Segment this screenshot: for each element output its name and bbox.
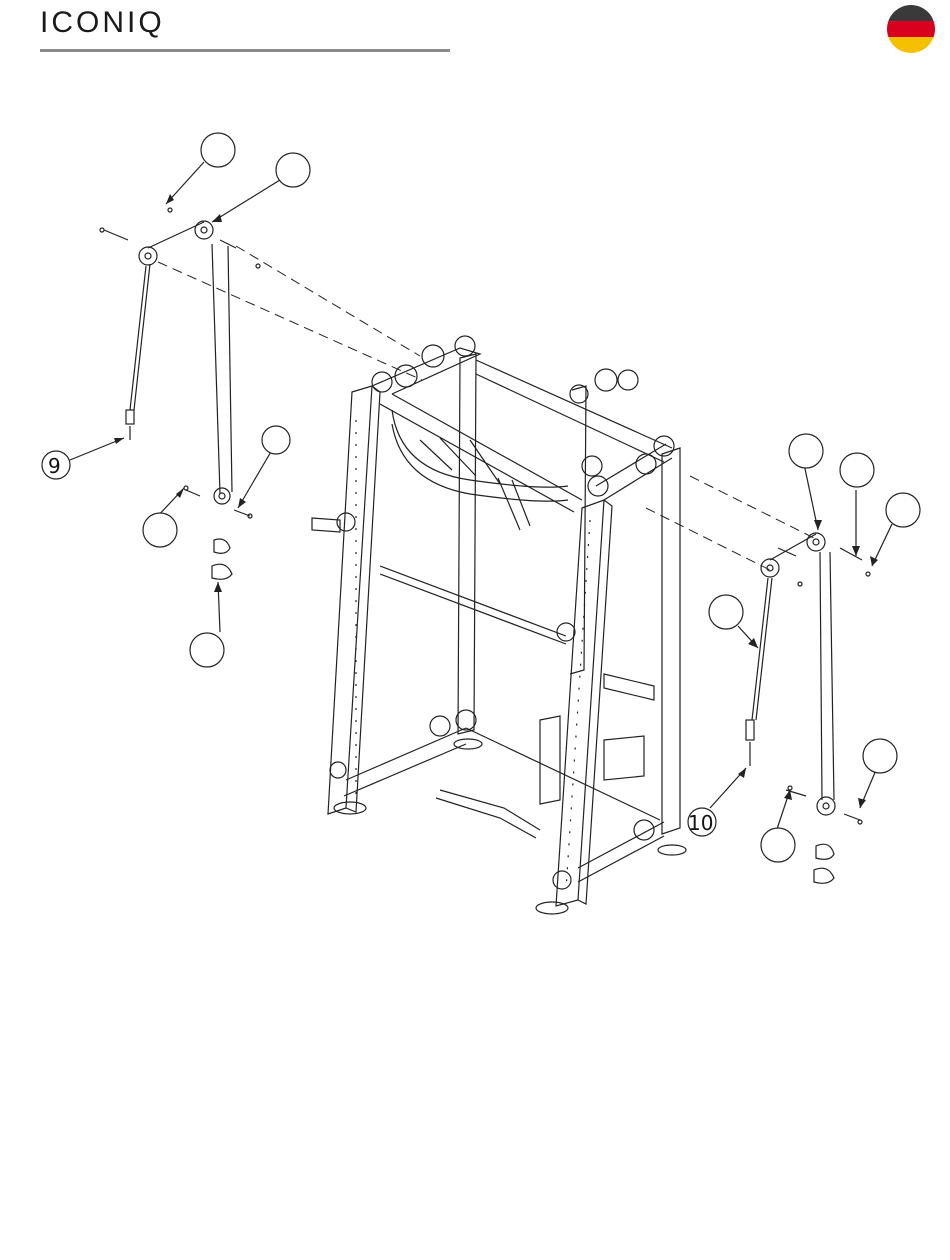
callout-balloon (262, 426, 290, 454)
callout-balloon (863, 739, 897, 773)
callout-leaders (70, 162, 892, 832)
callout-label-9: 9 (48, 454, 61, 478)
alignment-lines (158, 246, 818, 570)
callout-balloon (201, 133, 235, 167)
main-rack-frame (312, 336, 686, 914)
left-cable-assembly (100, 208, 260, 579)
callout-balloon (709, 595, 743, 629)
callout-balloon (886, 493, 920, 527)
callout-balloon (789, 434, 823, 468)
callout-balloon (190, 633, 224, 667)
callout-balloon (840, 453, 874, 487)
callout-balloon (276, 153, 310, 187)
callout-balloon (143, 513, 177, 547)
right-cable-assembly (746, 533, 870, 883)
callout-label-10: 10 (688, 811, 713, 835)
callout-balloon (761, 828, 795, 862)
